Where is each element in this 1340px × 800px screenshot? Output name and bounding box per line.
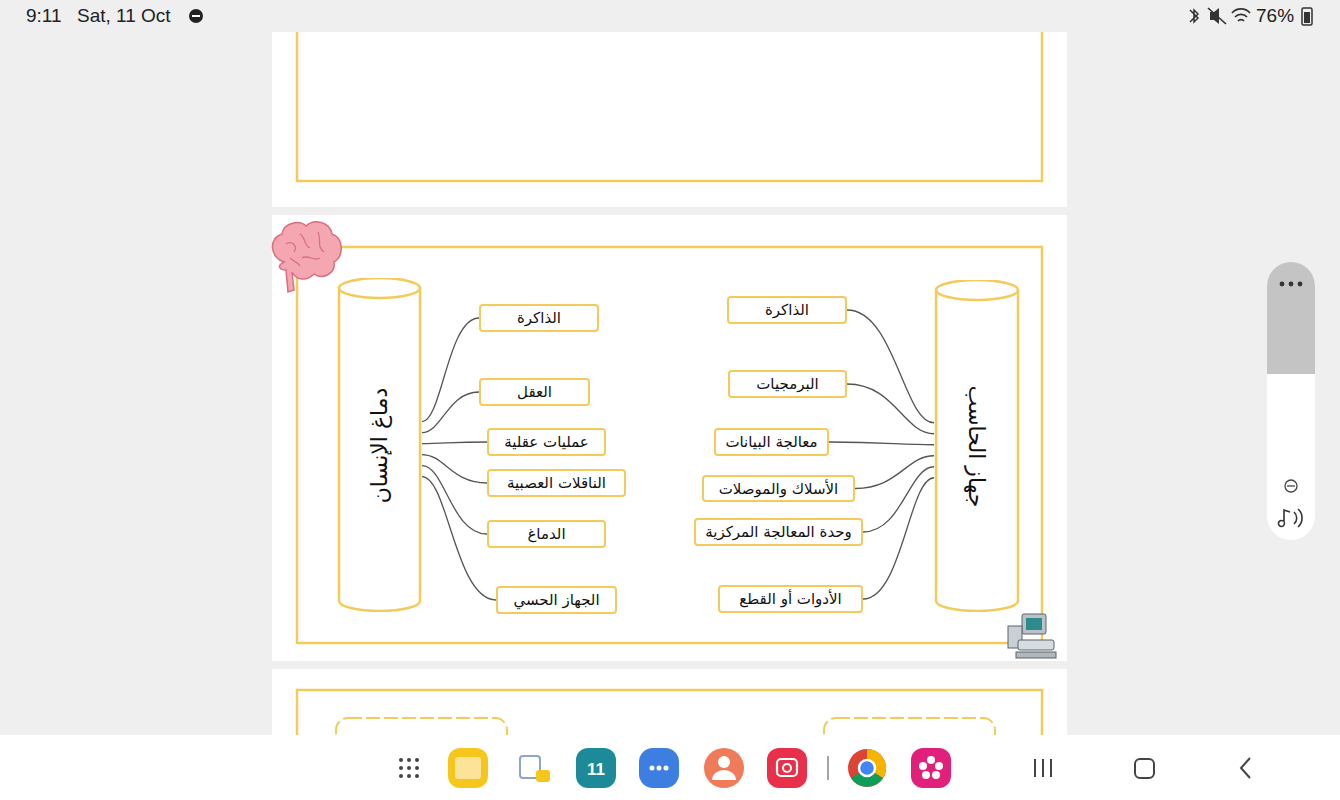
concept-box: الناقلات العصبية [487,469,626,497]
box-label: البرمجيات [756,375,818,393]
box-label: الأسلاك والموصلات [719,480,839,498]
curved-connector [422,455,487,483]
page-card [272,669,1067,739]
box-label: الجهاز الحسي [513,591,599,609]
concept-box: الدماغ [487,520,606,548]
box-label: وحدة المعالجة المركزية [705,523,852,541]
concept-box: الذاكرة [727,296,847,324]
concept-box: العقل [479,378,590,406]
curved-connector [847,384,934,434]
box-label: معالجة البيانات [725,433,817,451]
box-label: الدماغ [527,525,565,543]
curved-connector [863,478,934,599]
box-label: الناقلات العصبية [507,474,606,492]
box-label: العقل [517,383,552,401]
cylinder-node: دماغ الإنسان [337,278,422,612]
concept-box: وحدة المعالجة المركزية [694,518,863,546]
status-date: Sat, 11 Oct [77,5,171,27]
concept-box: البرمجيات [728,370,847,398]
nav-buttons [1035,758,1250,778]
brain-illustration [272,222,341,292]
concept-box: عمليات عقلية [487,428,606,456]
cylinder-title: جهاز الحاسب [965,385,990,507]
curved-connector [422,477,496,600]
concept-box: الذاكرة [479,304,599,332]
card-frame [297,247,1042,643]
page-card [272,215,1067,661]
curved-connector [829,442,934,445]
concept-box: الجهاز الحسي [496,586,617,614]
curved-connector [422,442,487,444]
cylinder-title: دماغ الإنسان [367,387,392,503]
concept-box: الأدوات أو القطع [718,585,863,613]
cylinder-node: جهاز الحاسب [934,280,1020,612]
box-label: عمليات عقلية [504,433,589,451]
box-label: الذاكرة [517,309,561,327]
curved-connector [422,318,479,422]
box-label: الأدوات أو القطع [739,590,842,608]
page-card [272,32,1067,207]
box-label: الذاكرة [765,301,809,319]
card-frame [297,690,1042,740]
curved-connector [422,466,487,534]
curved-connector [863,467,934,532]
card-frame [297,32,1042,181]
side-panel [1267,262,1315,540]
status-icons [189,8,1312,25]
concept-box: الأسلاك والموصلات [702,475,855,502]
nav-bar [0,735,1340,800]
curved-connector [422,392,479,433]
calendar-day: 11 [587,760,605,780]
curved-connector [847,310,934,423]
battery-percent: 76% [1256,5,1294,27]
computer-illustration [1008,614,1056,658]
concept-box: معالجة البيانات [714,428,829,456]
dock-icons [399,748,951,788]
status-time: 9:11 [26,5,62,27]
